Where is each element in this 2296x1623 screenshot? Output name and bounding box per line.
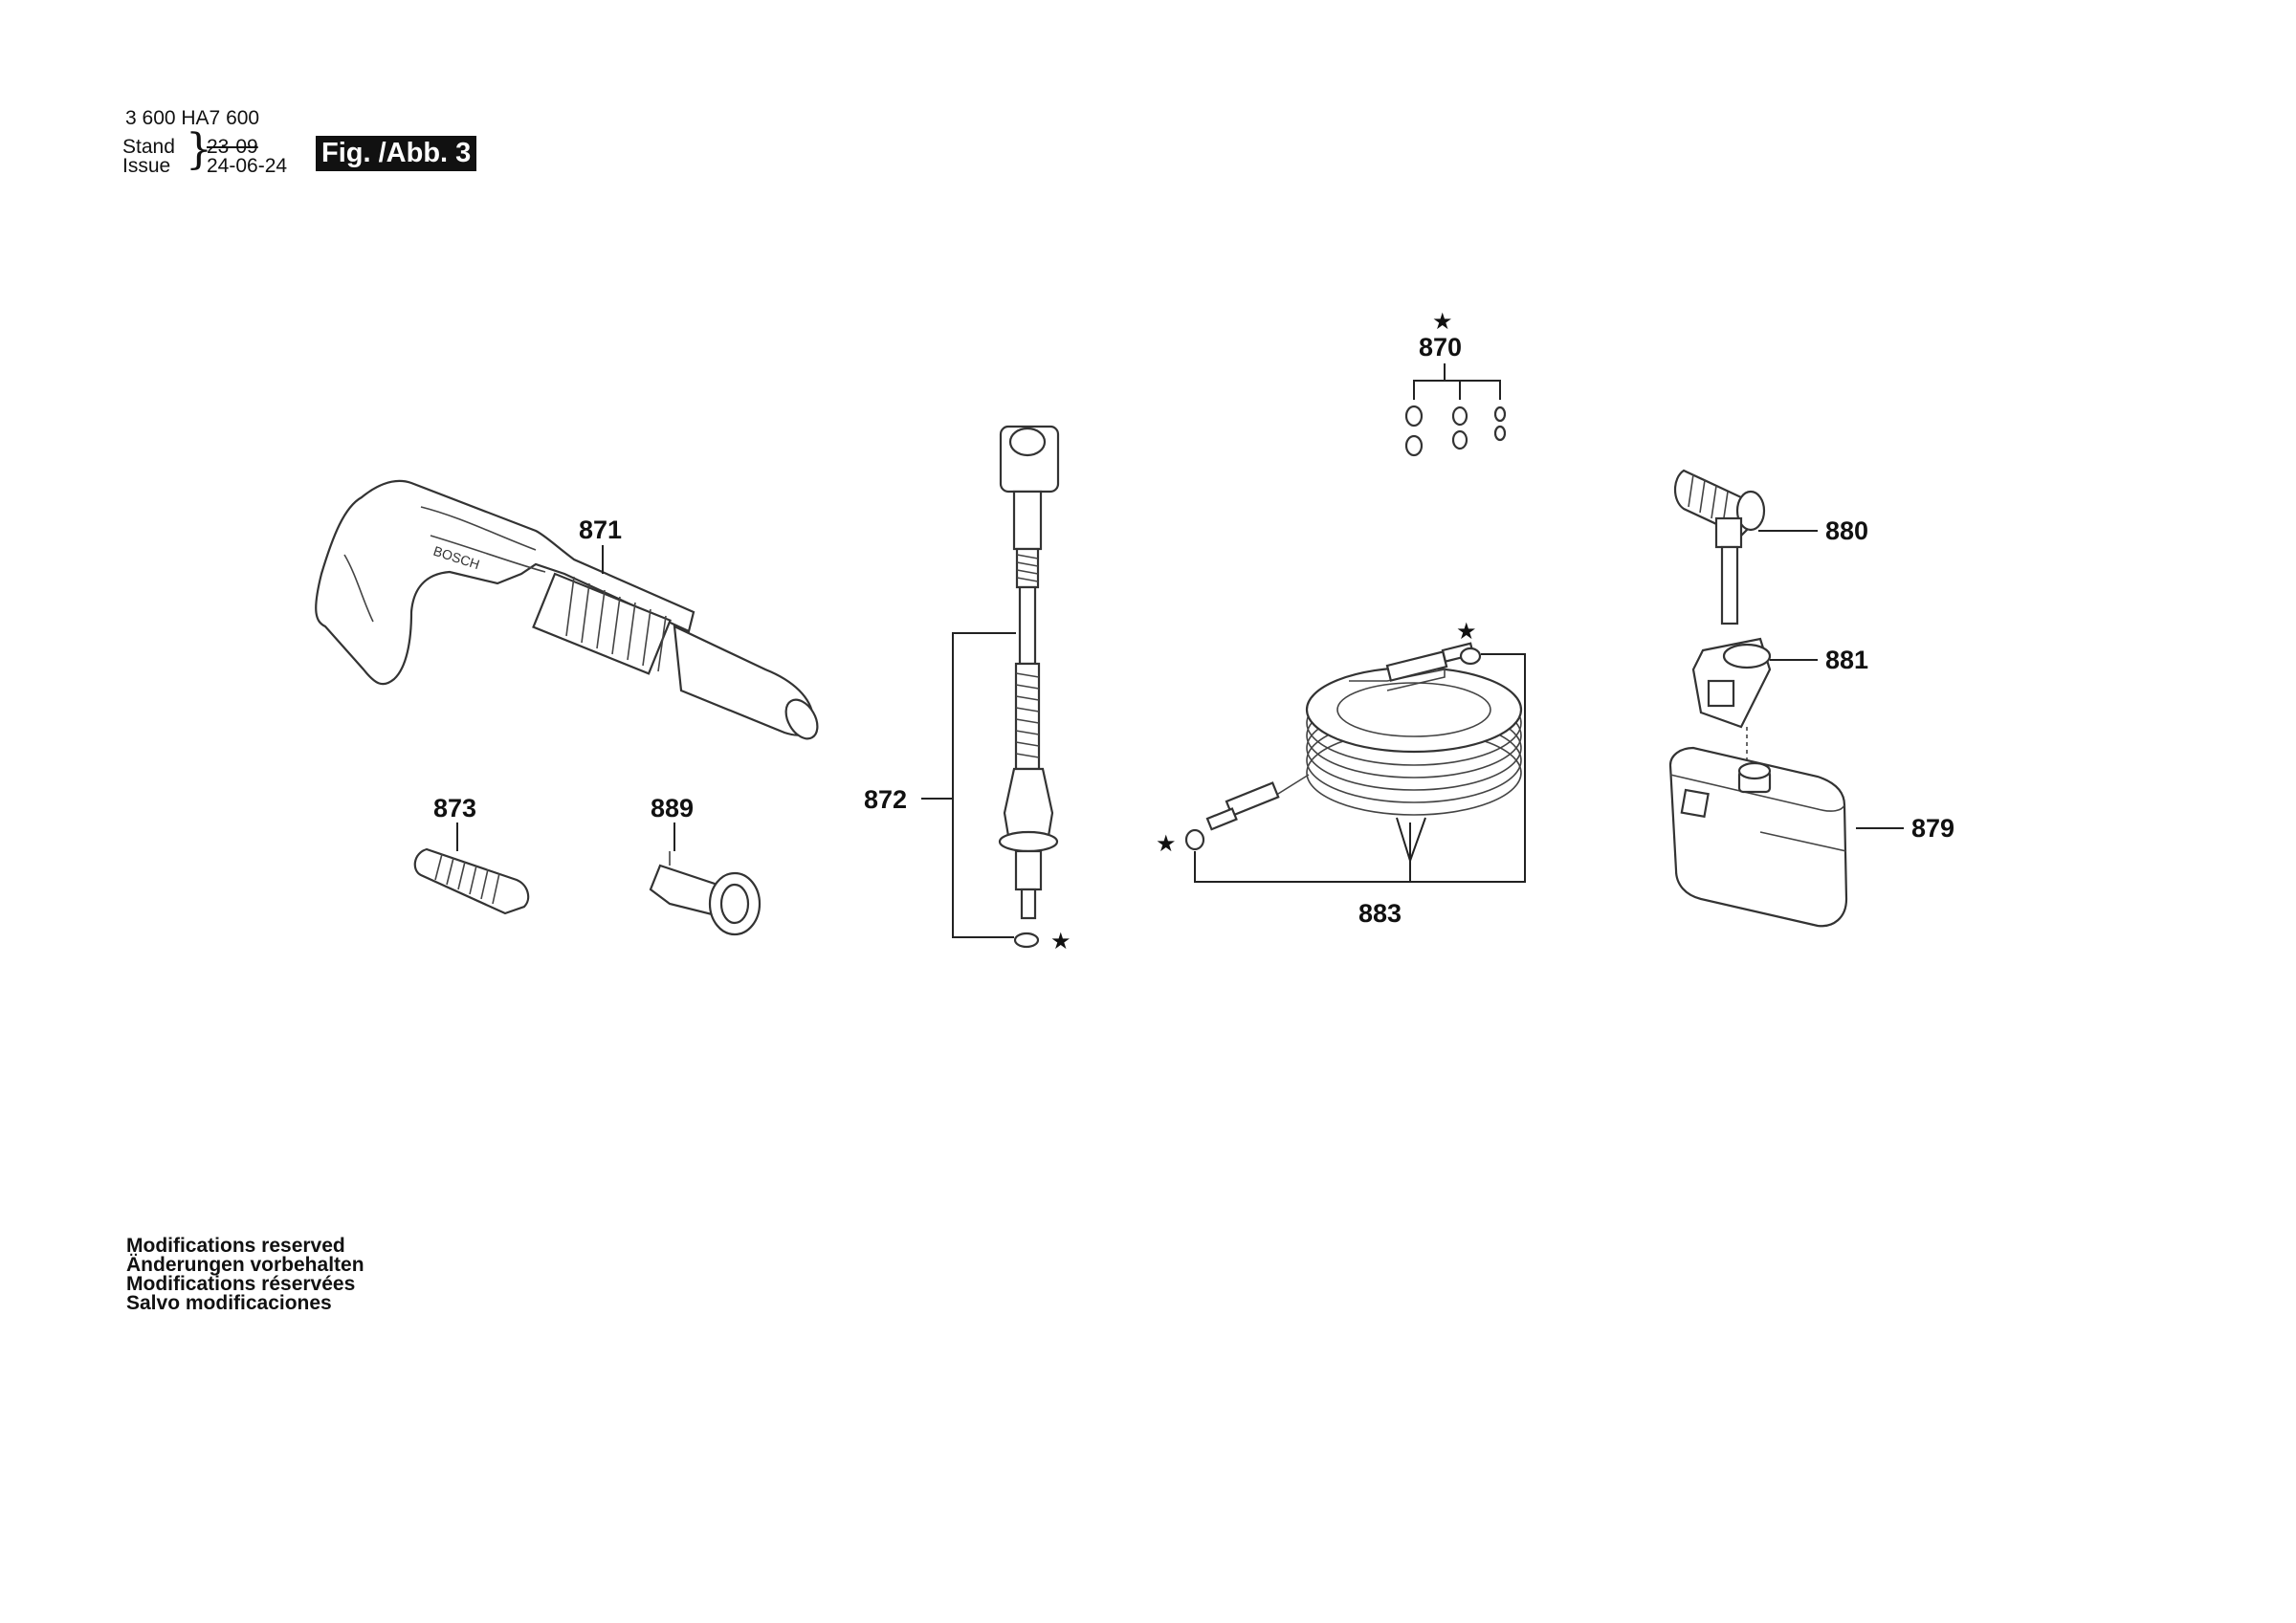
note-en: Modifications reserved [126,1235,345,1257]
callout-873: 873 [433,794,476,822]
star-icon: ★ [1432,308,1453,335]
callout-880: 880 [1825,516,1868,545]
stand-value: 23-09 [207,136,258,158]
star-icon: ★ [1156,830,1177,857]
adapter-part [649,851,762,936]
callout-879: 879 [1911,814,1954,843]
brace-glyph: } [186,125,212,174]
callout-881: 881 [1825,646,1868,674]
issue-value: 24-06-24 [207,155,288,177]
callout-883: 883 [1358,899,1402,928]
hose-part [1205,642,1523,831]
o-ring-set-part [1404,405,1507,457]
callout-889: 889 [651,794,694,822]
foam-nozzle-part [1673,469,1766,625]
callout-870: 870 [1419,333,1462,362]
note-es: Salvo modificaciones [126,1292,332,1314]
stand-label: Stand [122,136,175,158]
detergent-bottle-part [1668,746,1848,928]
figure-label: Fig. /Abb. 3 [316,136,477,171]
nozzle-part [413,847,530,915]
star-icon: ★ [1050,928,1071,954]
issue-label: Issue [122,155,171,177]
star-icon: ★ [1456,618,1477,645]
callout-871: 871 [579,515,622,544]
part-number: 3 600 HA7 600 [125,107,260,129]
note-de: Änderungen vorbehalten [126,1254,364,1276]
note-fr: Modifications réservées [126,1273,356,1295]
lance-part [998,425,1060,920]
bottle-bracket-part [1691,637,1772,729]
spray-gun-part: BOSCH [315,479,819,740]
callout-872: 872 [864,785,907,814]
o-ring-part [1013,932,1040,949]
footer-notes: Modifications reserved Änderungen vorbeh… [126,1235,364,1314]
